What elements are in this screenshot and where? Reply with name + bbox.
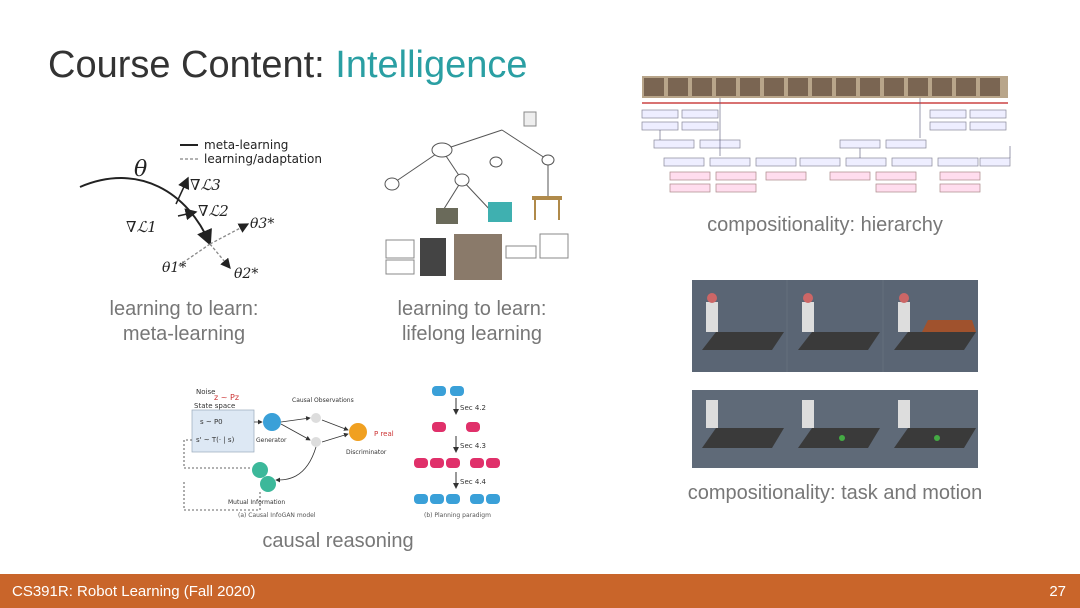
meta-learning-diagram: meta-learning learning/adaptation θ ∇ℒ3 … — [79, 138, 322, 282]
state-space-label: State space — [194, 402, 235, 410]
hierarchy-diagram — [641, 76, 1011, 193]
causal-reasoning-figure: Noise z ~ Pz State space s ~ P0 s' ~ T(·… — [176, 380, 506, 520]
grad-l2-label: ∇ℒ2 — [198, 202, 229, 220]
subfig-b-label: (b) Planning paradigm — [424, 512, 491, 519]
hierarchy-caption: compositionality: hierarchy — [707, 214, 943, 236]
theta1-label: θ1* — [162, 260, 186, 276]
lifelong-learning-diagram — [384, 111, 569, 280]
task-motion-caption: compositionality: task and motion — [687, 482, 983, 504]
task-motion-figure — [692, 280, 978, 468]
discriminator-label: Discriminator — [346, 449, 387, 456]
meta-learning-caption-line1: learning to learn: — [109, 298, 259, 320]
p-real-label: P real — [374, 430, 394, 438]
generator-label: Generator — [256, 437, 287, 444]
causal-diagram: Noise z ~ Pz State space s ~ P0 s' ~ T(·… — [183, 386, 500, 519]
sec42-label: Sec 4.2 — [460, 404, 486, 412]
subfig-a-label: (a) Causal InfoGAN model — [238, 512, 316, 519]
theta2-label: θ2* — [234, 266, 258, 282]
lifelong-learning-caption: learning to learn: lifelong learning — [372, 297, 572, 347]
causal-observations-label: Causal Observations — [292, 397, 354, 404]
slide-title: Course Content: Intelligence — [48, 44, 528, 87]
mutual-information-label: Mutual Information — [228, 499, 285, 506]
theta3-label: θ3* — [250, 216, 274, 232]
sec43-label: Sec 4.3 — [460, 442, 486, 450]
legend-learning-adaptation: learning/adaptation — [204, 152, 322, 166]
hierarchy-figure — [640, 76, 1020, 194]
meta-learning-caption-line2: meta-learning — [122, 323, 246, 345]
title-prefix: Course Content: — [48, 44, 336, 86]
sec44-label: Sec 4.4 — [460, 478, 487, 486]
footer-bar: CS391R: Robot Learning (Fall 2020) 27 — [0, 574, 1080, 608]
title-accent: Intelligence — [335, 44, 528, 86]
task-motion-frames — [692, 280, 978, 468]
meta-learning-caption: learning to learn: meta-learning — [84, 297, 284, 347]
lifelong-learning-figure — [372, 108, 572, 286]
footer-course-title: CS391R: Robot Learning (Fall 2020) — [12, 583, 256, 600]
lifelong-learning-caption-line2: lifelong learning — [401, 323, 543, 345]
grad-l3-label: ∇ℒ3 — [190, 176, 221, 194]
lifelong-learning-caption-line1: learning to learn: — [397, 298, 547, 320]
causal-reasoning-caption: causal reasoning — [262, 530, 414, 552]
meta-learning-figure: meta-learning learning/adaptation θ ∇ℒ3 … — [78, 132, 348, 292]
formula-s-prime: s' ~ T(· | s) — [196, 436, 235, 444]
formula-s: s ~ P0 — [200, 418, 223, 426]
noise-formula: z ~ Pz — [214, 393, 239, 402]
noise-label: Noise — [196, 388, 215, 396]
legend-meta-learning: meta-learning — [204, 138, 288, 152]
theta-label: θ — [134, 157, 147, 182]
grad-l1-label: ∇ℒ1 — [126, 218, 157, 236]
page-number: 27 — [1049, 583, 1066, 600]
